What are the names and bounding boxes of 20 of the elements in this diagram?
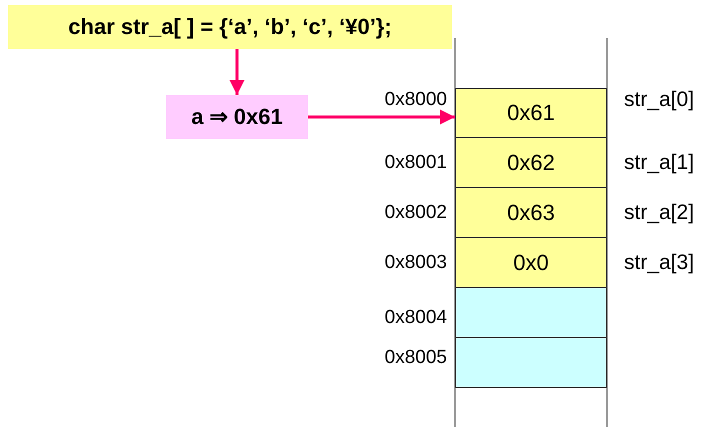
address-label: 0x8003 <box>384 251 447 275</box>
address-label: 0x8000 <box>384 88 447 112</box>
address-label: 0x8002 <box>384 201 447 225</box>
element-name-label: str_a[3] <box>624 251 694 275</box>
memory-cell <box>455 338 607 388</box>
arrow <box>230 49 244 95</box>
memory-cell: 0x61 <box>455 88 607 138</box>
value-box: a ⇒ 0x61 <box>166 95 308 139</box>
memory-cell: 0x0 <box>455 238 607 288</box>
address-label: 0x8004 <box>384 306 447 330</box>
address-label: 0x8005 <box>384 346 447 370</box>
arrow <box>308 110 455 124</box>
element-name-label: str_a[0] <box>624 88 694 112</box>
element-name-label: str_a[2] <box>624 201 694 225</box>
memory-cell: 0x63 <box>455 188 607 238</box>
address-label: 0x8001 <box>384 151 447 175</box>
element-name-label: str_a[1] <box>624 151 694 175</box>
code-box: char str_a[ ] = {‘a’, ‘b’, ‘c’, ‘¥0’}; <box>8 5 452 49</box>
memory-cell: 0x62 <box>455 138 607 188</box>
memory-cell <box>455 288 607 338</box>
